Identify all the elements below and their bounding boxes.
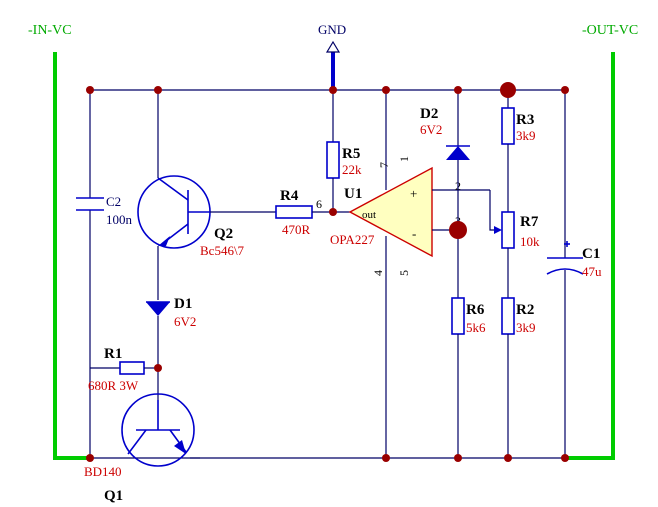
junction-dot [449, 221, 467, 239]
junction-dot [454, 86, 462, 94]
junction-dot [504, 454, 512, 462]
gnd-label: GND [318, 22, 346, 37]
r1-value: 680R 3W [88, 378, 139, 393]
junction-dot [154, 364, 162, 372]
r6-resistor [451, 297, 465, 335]
junction-dot [329, 208, 337, 216]
r5-value: 22k [342, 162, 362, 177]
r2-resistor [501, 297, 515, 335]
r3-ref: R3 [516, 112, 534, 128]
u1-value: OPA227 [330, 232, 375, 247]
u1-opamp [348, 90, 490, 458]
q1-value: BD140 [84, 464, 122, 479]
d1-value: 6V2 [174, 314, 196, 329]
gnd-symbol [325, 40, 341, 90]
pin-1-label: 1 [397, 156, 411, 162]
q2-value: Bc546\7 [200, 243, 245, 258]
junction-dot [329, 86, 337, 94]
pin-4-label: 4 [371, 270, 385, 276]
c2-ref: C2 [106, 194, 121, 209]
output-rail-label: -OUT-VC [582, 23, 638, 38]
d2-value: 6V2 [420, 122, 442, 137]
r4-ref: R4 [280, 188, 299, 204]
d1-ref: D1 [174, 296, 192, 312]
c2-value: 100n [106, 212, 133, 227]
c1-ref: C1 [582, 246, 600, 262]
r6-ref: R6 [466, 302, 485, 318]
q1-transistor [121, 393, 195, 467]
junction-dot [382, 86, 390, 94]
r4-resistor [275, 205, 313, 219]
junction-dot [86, 86, 94, 94]
r4-value: 470R [282, 222, 311, 237]
d2-zener [446, 145, 470, 160]
r7-wiper-wire [489, 190, 500, 231]
r7-value: 10k [520, 234, 540, 249]
u1-ref: U1 [344, 186, 362, 202]
q2-transistor [137, 175, 211, 249]
junction-dot [86, 454, 94, 462]
r3-resistor [501, 107, 515, 145]
c2-capacitor [76, 197, 104, 211]
input-rail-label: -IN-VC [28, 23, 72, 38]
r7-potentiometer [501, 211, 515, 249]
d1-zener [146, 301, 170, 316]
junction-dot [561, 454, 569, 462]
junctions [86, 82, 569, 462]
junction-dot [454, 454, 462, 462]
junction-dot [561, 86, 569, 94]
pin-6-label: 6 [316, 197, 322, 211]
r7-wiper-arrow [494, 226, 502, 234]
r2-ref: R2 [516, 302, 534, 318]
pin-5-label: 5 [397, 270, 411, 276]
u1-plus-label: + [410, 186, 417, 201]
junction-dot [154, 86, 162, 94]
junction-dot [382, 454, 390, 462]
r1-resistor [119, 361, 145, 375]
junction-dot [500, 82, 516, 98]
r5-resistor [326, 141, 340, 179]
q1-ref: Q1 [104, 488, 123, 504]
d2-ref: D2 [420, 106, 438, 122]
q2-ref: Q2 [214, 226, 233, 242]
c1-capacitor [546, 241, 584, 275]
r5-ref: R5 [342, 146, 360, 162]
input-rail [53, 52, 90, 460]
r1-ref: R1 [104, 346, 122, 362]
u1-minus-label: - [412, 226, 416, 241]
c1-value: 47u [582, 264, 602, 279]
r3-value: 3k9 [516, 128, 536, 143]
r7-ref: R7 [520, 214, 539, 230]
u1-out-label: out [362, 209, 376, 221]
output-rail [565, 52, 615, 460]
pin-7-label: 7 [377, 162, 391, 168]
r2-value: 3k9 [516, 320, 536, 335]
r6-value: 5k6 [466, 320, 486, 335]
